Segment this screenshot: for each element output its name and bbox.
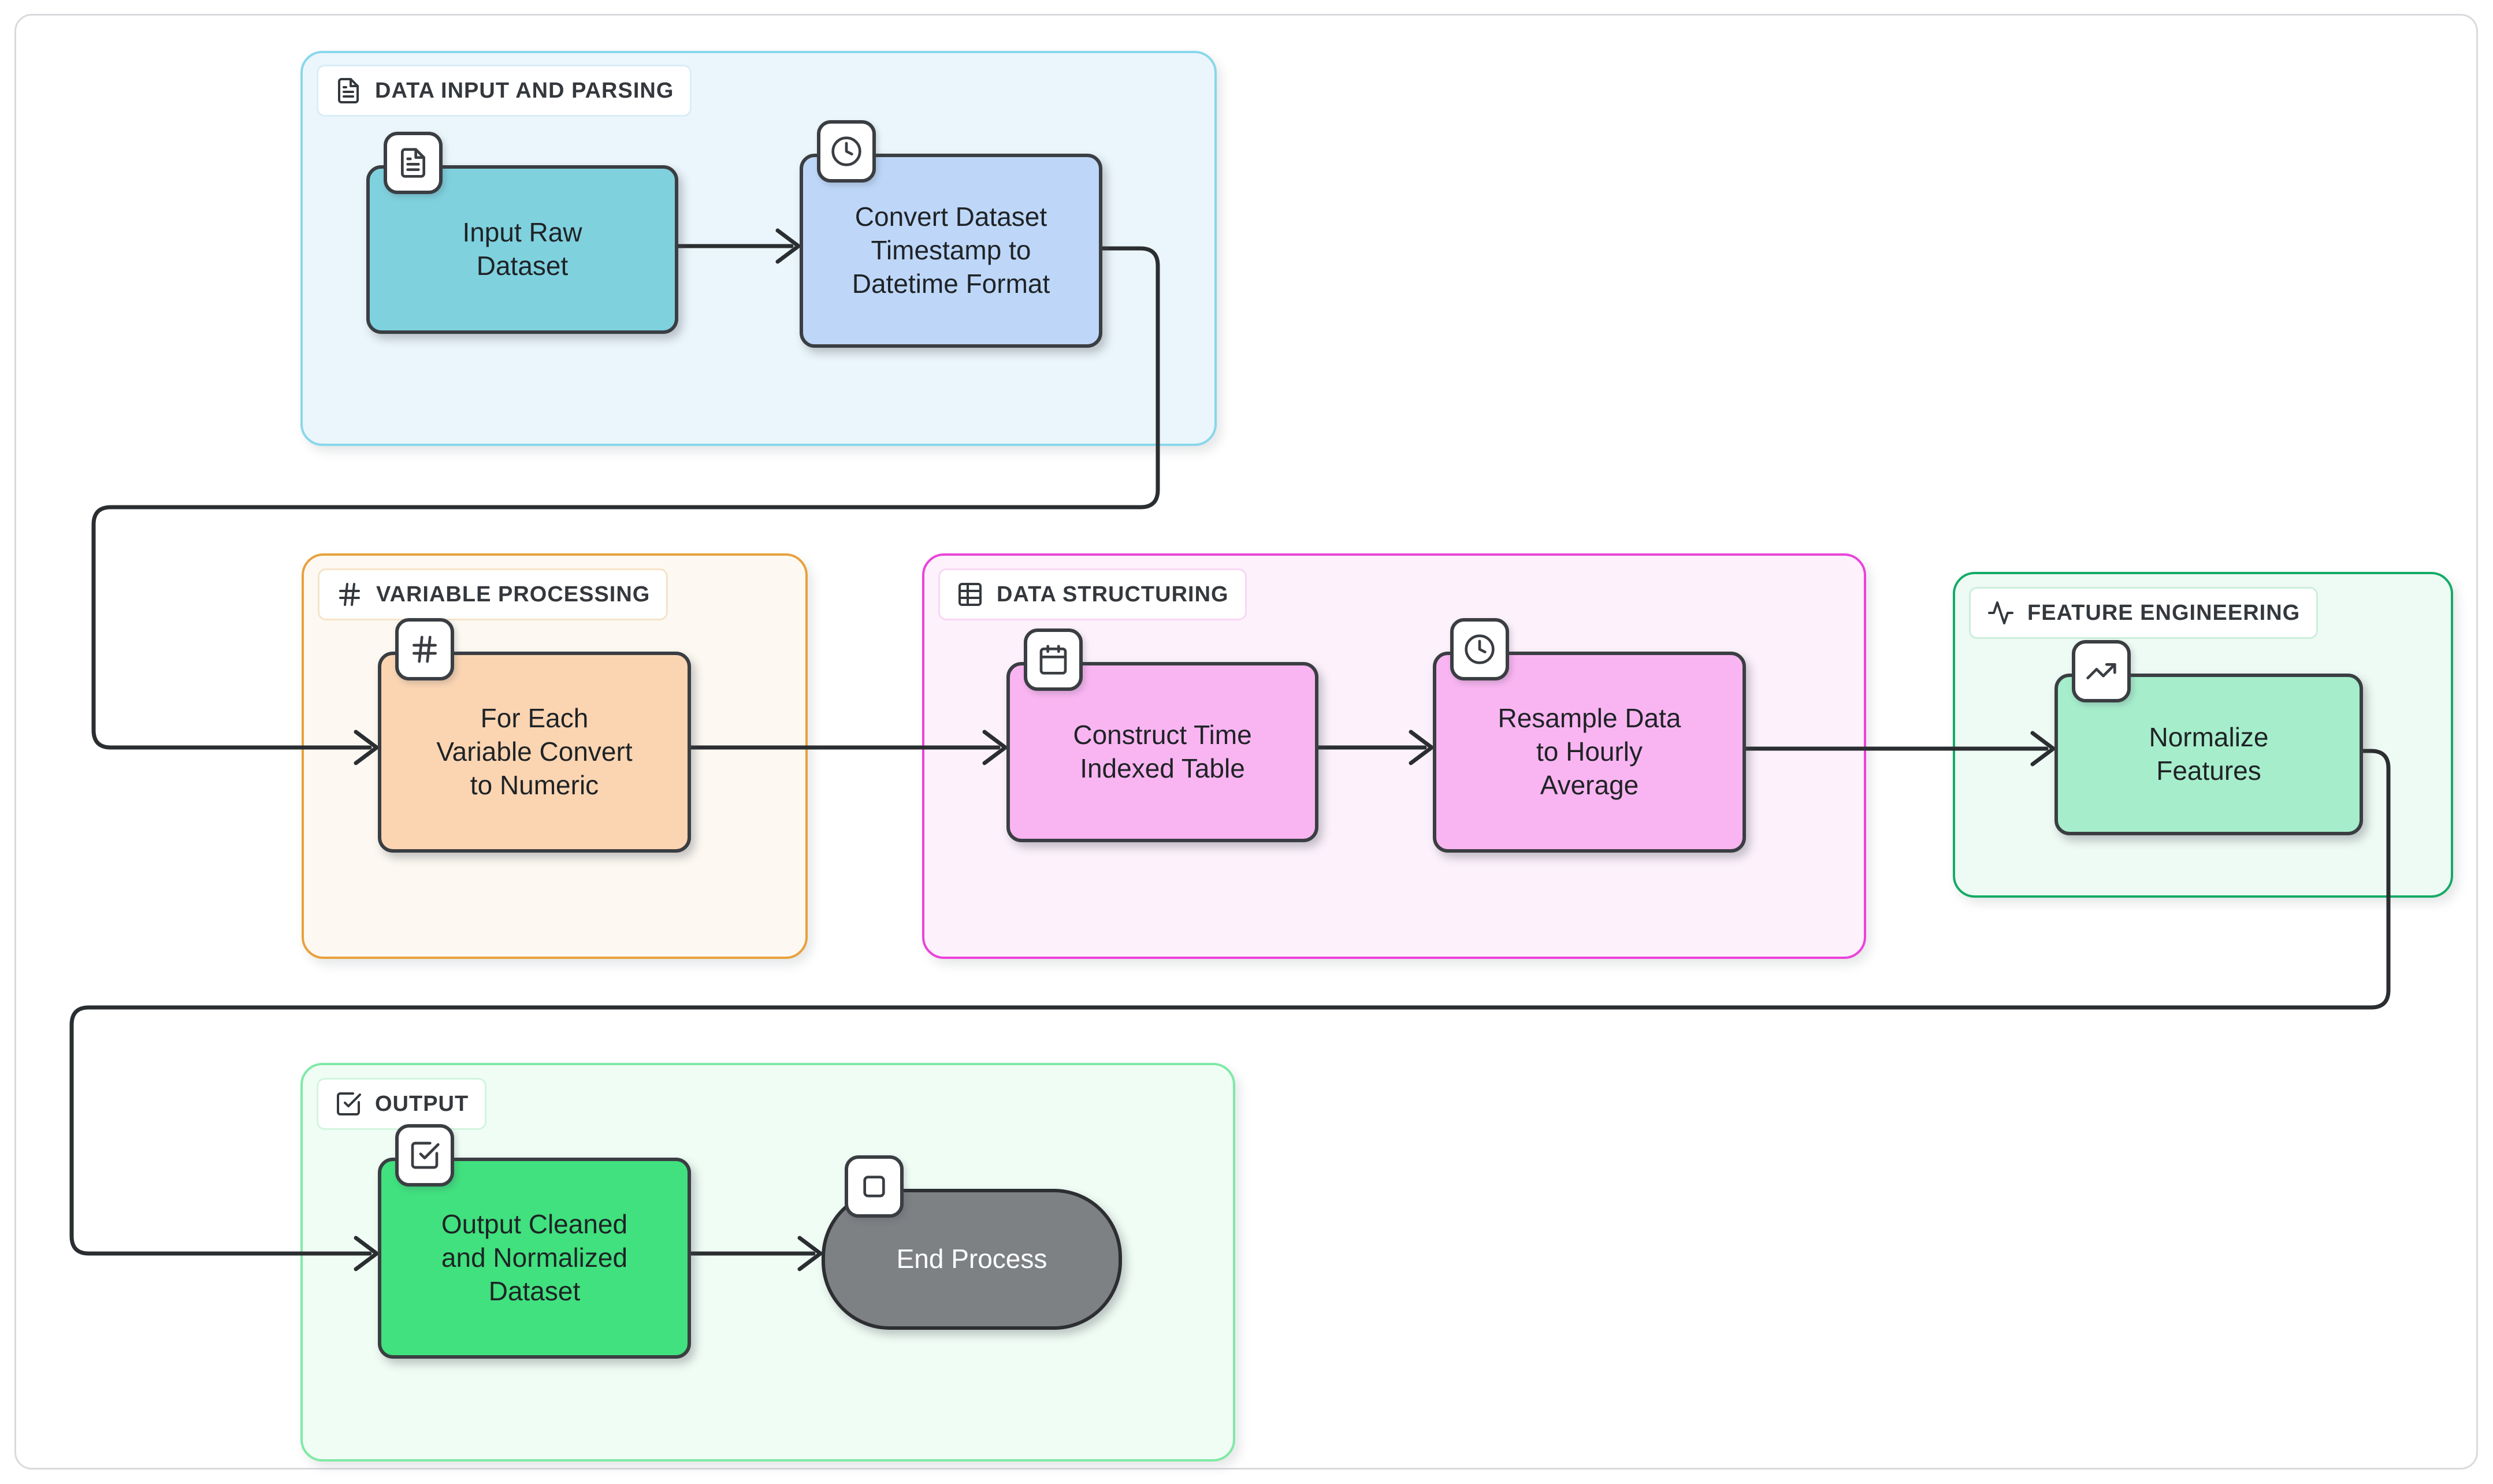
- node-resample-hourly-average: Resample Data to Hourly Average: [1433, 652, 1746, 853]
- arrowhead: [982, 730, 1008, 765]
- badge-construct-table: [1024, 628, 1083, 691]
- badge-convert-timestamp: [817, 120, 876, 183]
- group-label-text: DATA STRUCTURING: [997, 582, 1229, 607]
- group-label-variable-processing: VARIABLE PROCESSING: [318, 568, 668, 620]
- arrowhead: [2030, 731, 2056, 767]
- badge-end-process: [845, 1155, 904, 1218]
- hash-icon: [339, 583, 360, 606]
- arrowhead: [1409, 730, 1434, 765]
- node-end-process: End Process: [822, 1189, 1122, 1330]
- calendar-icon: [1039, 645, 1067, 675]
- group-label-text: FEATURE ENGINEERING: [2027, 600, 2301, 625]
- group-label-text: VARIABLE PROCESSING: [376, 582, 651, 607]
- badge-normalize: [2072, 640, 2131, 702]
- edge-normalize-to-output: [69, 749, 2391, 1256]
- group-label-output: OUTPUT: [317, 1078, 487, 1130]
- group-label-feature-engineering: FEATURE ENGINEERING: [1969, 587, 2319, 639]
- edge-convert-to-foreach: [91, 246, 1160, 750]
- badge-resample: [1450, 618, 1509, 680]
- file-text-icon: [401, 148, 425, 178]
- node-output-cleaned-dataset: Output Cleaned and Normalized Dataset: [378, 1158, 691, 1359]
- hash-icon: [413, 635, 437, 663]
- badge-convert-to-numeric: [395, 618, 454, 680]
- check-square-icon: [337, 1092, 361, 1115]
- file-text-icon: [338, 78, 359, 103]
- table-icon: [958, 583, 982, 606]
- node-convert-to-numeric: For Each Variable Convert to Numeric: [378, 652, 691, 853]
- node-convert-timestamp: Convert Dataset Timestamp to Datetime Fo…: [800, 154, 1102, 348]
- clock-icon: [831, 136, 861, 166]
- group-label-text: DATA INPUT AND PARSING: [375, 78, 674, 103]
- badge-input-raw-dataset: [384, 132, 443, 194]
- stop-square-icon: [863, 1176, 885, 1197]
- arrowhead: [354, 1236, 379, 1271]
- trending-up-icon: [2086, 663, 2116, 679]
- group-label-data-structuring: DATA STRUCTURING: [938, 568, 1247, 620]
- badge-output-dataset: [395, 1124, 454, 1187]
- node-construct-time-indexed-table: Construct Time Indexed Table: [1006, 662, 1318, 842]
- group-label-data-input-and-parsing: DATA INPUT AND PARSING: [317, 65, 692, 117]
- group-label-text: OUTPUT: [375, 1091, 469, 1116]
- arrowhead: [797, 1236, 823, 1271]
- arrowhead: [354, 730, 379, 765]
- arrowhead: [775, 228, 801, 264]
- activity-icon: [1988, 601, 2013, 624]
- check-square-icon: [411, 1141, 440, 1169]
- clock-icon: [1465, 634, 1495, 664]
